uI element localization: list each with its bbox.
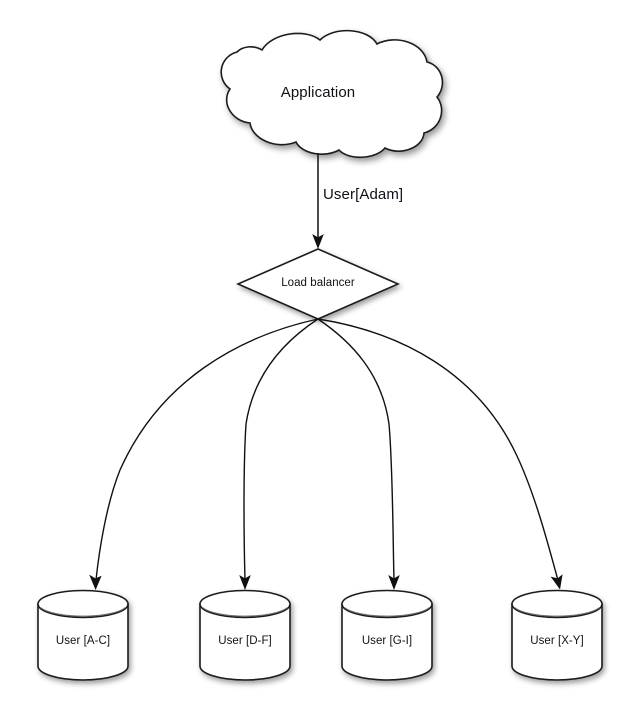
edge-balancer-to-db-3 [317, 318, 400, 590]
edge-balancer-to-db-2 [239, 318, 319, 590]
edge-balancer-to-db-1 [89, 318, 319, 590]
edge-cloud-to-balancer [312, 153, 324, 249]
edge-balancer-to-db-4 [317, 318, 563, 590]
node-cloud-application[interactable] [220, 29, 444, 159]
node-cylinder-db-1[interactable] [37, 589, 129, 681]
node-cylinder-db-4[interactable] [511, 589, 603, 681]
node-cylinder-db-3[interactable] [341, 589, 433, 681]
node-diamond-load-balancer[interactable] [236, 248, 400, 320]
node-cylinder-db-2[interactable] [199, 589, 291, 681]
